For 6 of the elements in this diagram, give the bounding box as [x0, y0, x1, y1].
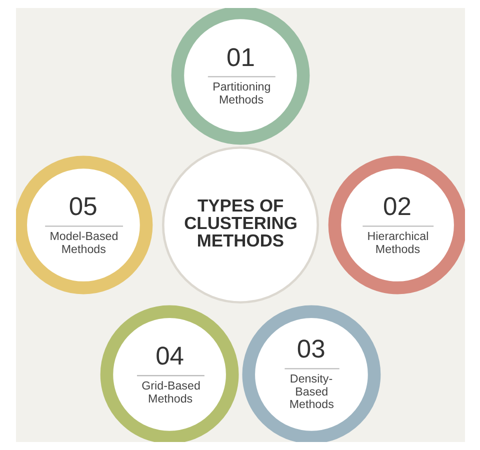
node-circle: 05 Model-Based Methods: [16, 156, 152, 294]
node-circle: 01 Partitioning Methods: [170, 8, 310, 145]
node-circle: 03 Density-Based Methods: [242, 305, 380, 442]
node-circle: 04 Grid-Based Methods: [100, 305, 238, 442]
node-circle: TYPES OF CLUSTERING METHODS: [161, 146, 319, 304]
node-circle: 02 Hierarchical Methods: [328, 156, 464, 294]
